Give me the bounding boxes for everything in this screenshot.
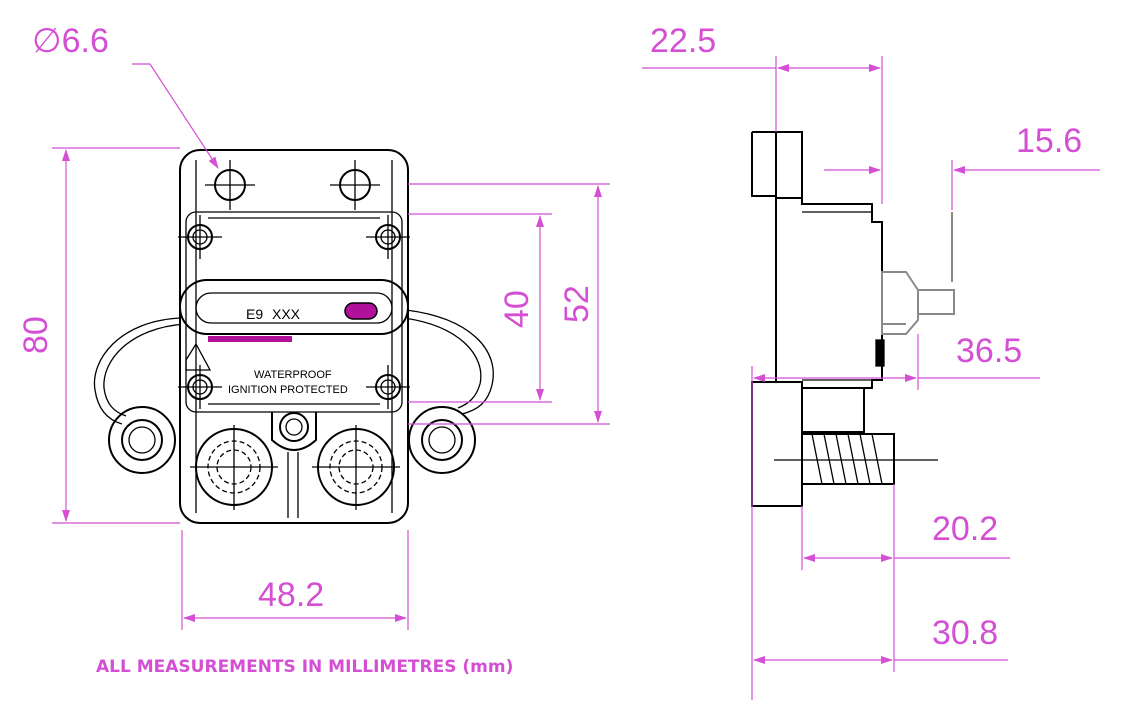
- center-stud: [271, 412, 317, 518]
- model-label: E9: [246, 306, 263, 322]
- switch-indicator: [344, 302, 378, 320]
- side-base-block: [801, 387, 865, 433]
- side-view: [751, 131, 955, 507]
- terminal-left: [190, 425, 278, 510]
- ignition-protected-label: IGNITION PROTECTED: [228, 384, 348, 396]
- threaded-stud: [774, 433, 938, 485]
- screw-upper-right: [366, 215, 410, 259]
- left-cable: [93, 317, 183, 425]
- trip-indicator-bar: [208, 336, 292, 342]
- right-cable-ring: [408, 406, 476, 474]
- model-code-label: XXX: [272, 306, 301, 322]
- dim-side-22-5: 22.5: [650, 22, 716, 60]
- side-dimensions: 22.5 15.6 36.5 20.2 30.8: [642, 22, 1100, 700]
- terminal-right: [312, 425, 400, 510]
- screw-upper-left: [178, 215, 222, 259]
- left-cable-ring: [108, 406, 176, 474]
- screw-lower-right: [366, 365, 410, 409]
- dim-inner-height-52: 52: [558, 285, 596, 323]
- mounting-hole-top-right: [330, 160, 380, 210]
- units-note: ALL MEASUREMENTS IN MILLIMETRES (mm): [96, 657, 513, 677]
- screw-lower-left: [178, 365, 222, 409]
- dim-side-36-5: 36.5: [956, 332, 1022, 370]
- reset-tab: [185, 342, 212, 371]
- switch-knob-side: [881, 212, 955, 335]
- front-dimensions: ∅6.6 80 40 52 48.2: [17, 22, 610, 630]
- dim-front-width: 48.2: [258, 576, 324, 614]
- switch-lever: [179, 279, 409, 335]
- dim-side-20-2: 20.2: [932, 510, 998, 548]
- front-view: E9 XXX WATERPROOF IGNITION PROTECTED: [93, 149, 494, 524]
- dim-hole-diameter: ∅6.6: [32, 22, 109, 60]
- dim-side-15-6: 15.6: [1016, 122, 1082, 160]
- waterproof-label: WATERPROOF: [254, 369, 332, 381]
- mounting-hole-top-left: [205, 160, 255, 210]
- right-cable: [405, 309, 494, 415]
- dim-inner-height-40: 40: [498, 290, 536, 328]
- dim-front-height: 80: [17, 316, 55, 354]
- dim-side-30-8: 30.8: [932, 614, 998, 652]
